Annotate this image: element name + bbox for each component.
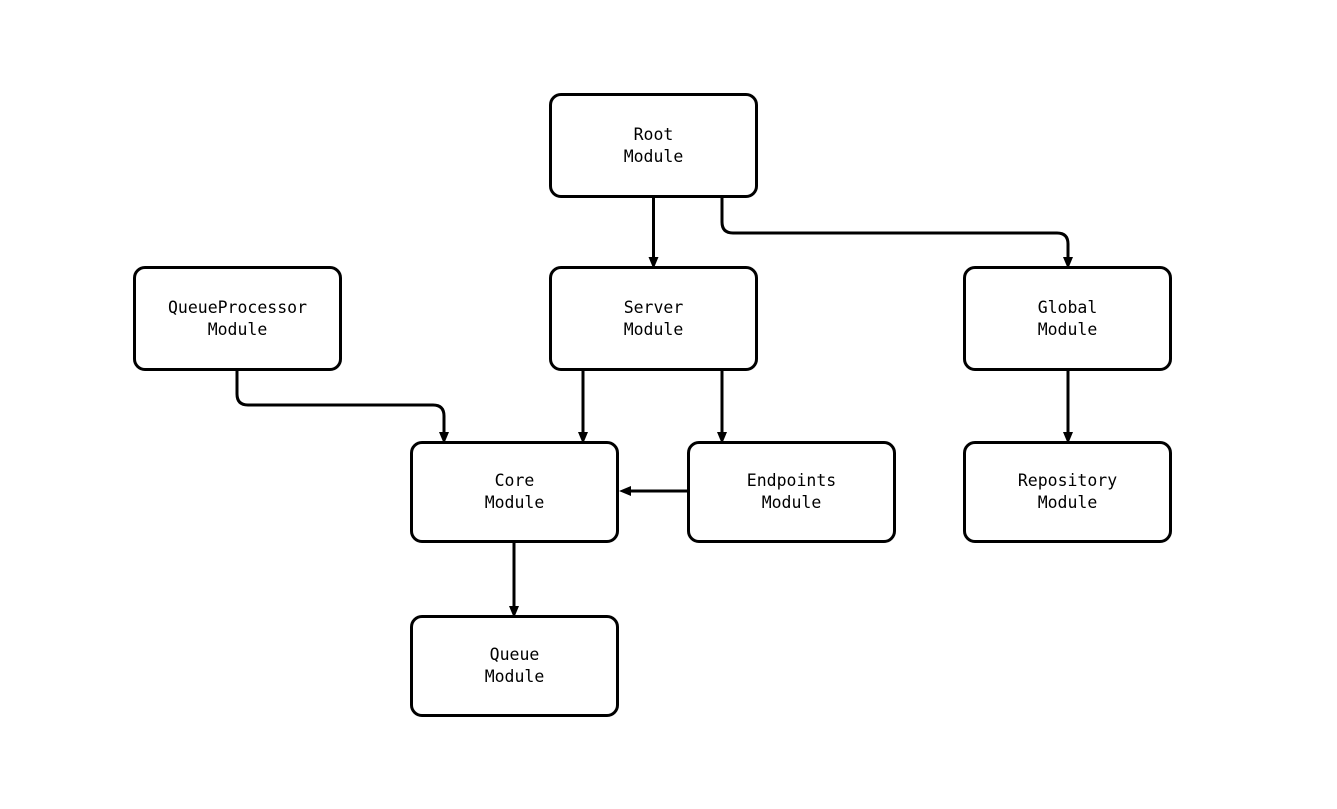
edge-root-to-global xyxy=(720,198,1073,269)
node-core-module-label: Core Module xyxy=(484,471,545,512)
node-global-module[interactable]: Global Module xyxy=(963,266,1172,371)
node-endpoints-module-label: Endpoints Module xyxy=(746,471,837,512)
node-queueprocessor-module-label: QueueProcessor Module xyxy=(167,297,308,339)
node-server-module-label: Server Module xyxy=(623,297,684,339)
edges-group xyxy=(235,198,1073,618)
node-root-module[interactable]: Root Module xyxy=(549,93,758,198)
node-core-module[interactable]: Core Module xyxy=(410,441,619,543)
node-global-module-label: Global Module xyxy=(1037,297,1098,339)
node-repository-module-label: Repository Module xyxy=(1017,471,1118,512)
node-root-module-label: Root Module xyxy=(623,124,684,166)
node-queueprocessor-module[interactable]: QueueProcessor Module xyxy=(133,266,342,371)
node-endpoints-module[interactable]: Endpoints Module xyxy=(687,441,896,543)
edge-queueprocessor-to-core xyxy=(235,371,449,444)
node-repository-module[interactable]: Repository Module xyxy=(963,441,1172,543)
node-queue-module[interactable]: Queue Module xyxy=(410,615,619,717)
node-server-module[interactable]: Server Module xyxy=(549,266,758,371)
node-queue-module-label: Queue Module xyxy=(484,645,545,686)
